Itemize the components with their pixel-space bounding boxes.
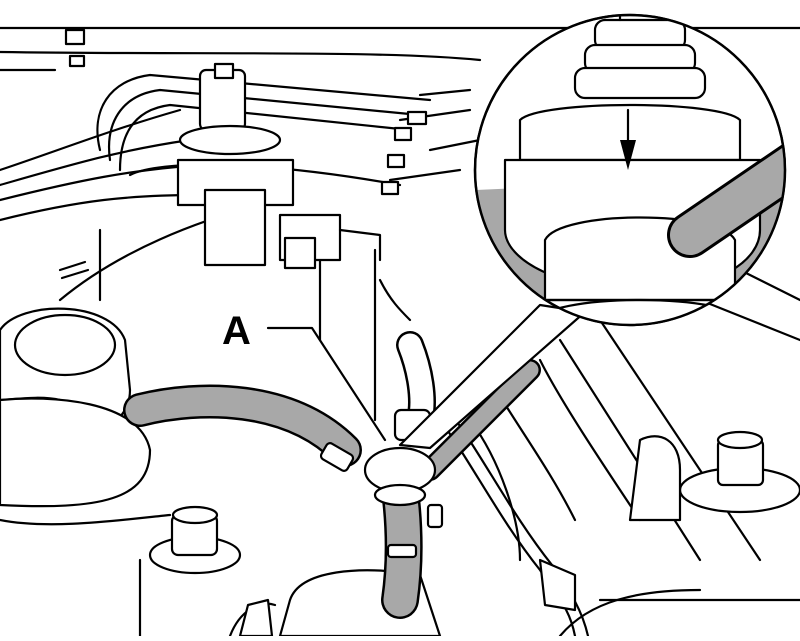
sensor-unit <box>176 62 412 322</box>
hose-up <box>396 331 436 434</box>
detail-magnifier <box>398 13 787 450</box>
hose-left <box>123 384 362 467</box>
vacuum-line <box>438 413 590 638</box>
callout-leader <box>266 326 387 442</box>
right-bolt <box>628 430 800 522</box>
hose-right <box>419 359 541 481</box>
reservoir-cap <box>0 307 172 526</box>
bolt <box>138 505 242 638</box>
callout-label-a: A <box>222 309 251 353</box>
